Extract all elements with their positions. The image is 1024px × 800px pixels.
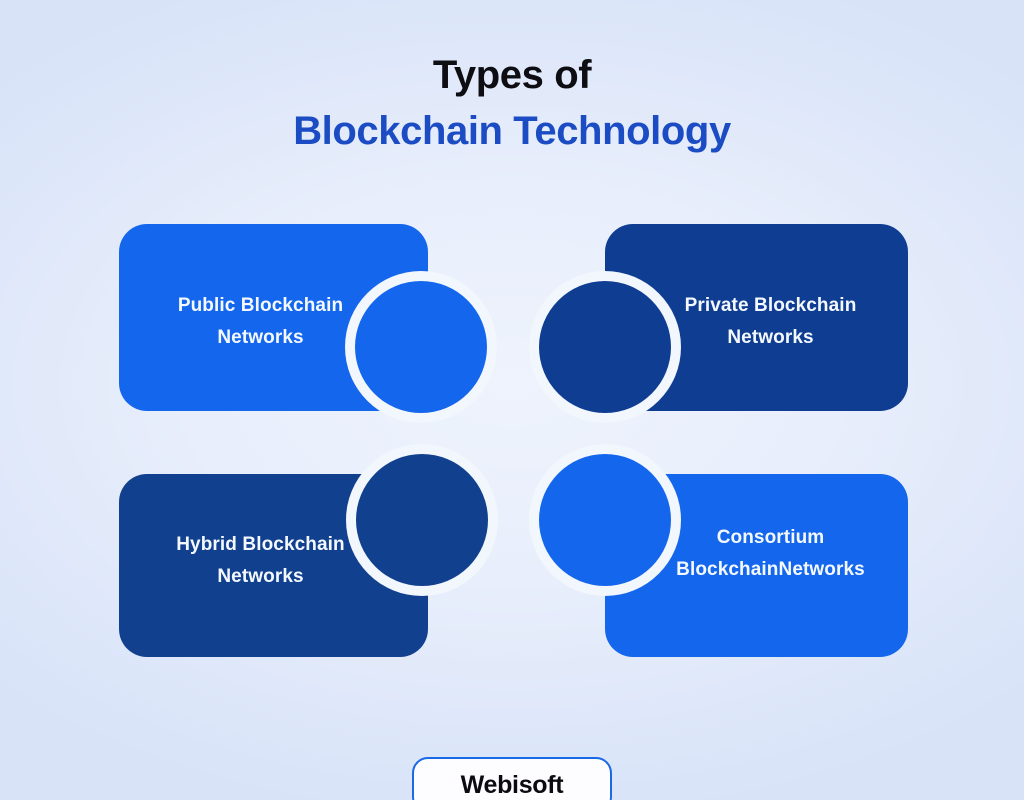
circle-accent-private (539, 281, 671, 413)
page-title: Types of Blockchain Technology (0, 52, 1024, 156)
card-hybrid-label-line2: Networks (217, 565, 304, 587)
card-consortium-label-line2: BlockchainNetworks (676, 558, 865, 580)
card-private-label: Private Blockchain Networks (605, 290, 908, 354)
webisoft-logo-text: Webisoft (460, 770, 564, 799)
card-hybrid-label-line1: Hybrid Blockchain (176, 534, 345, 555)
circle-accent-consortium (539, 454, 671, 586)
webisoft-logo-badge[interactable]: Webisoft (412, 757, 612, 800)
title-line-secondary: Blockchain Technology (293, 109, 731, 154)
card-consortium-label-line1: Consortium (716, 527, 825, 548)
circle-accent-public (355, 281, 487, 413)
card-private-label-line1: Private Blockchain (684, 295, 857, 316)
title-line-primary: Types of (432, 53, 592, 97)
card-hybrid-label: Hybrid Blockchain Networks (119, 529, 428, 593)
card-consortium-label: Consortium BlockchainNetworks (605, 522, 908, 586)
card-public-label: Public Blockchain Networks (119, 290, 428, 354)
card-public-label-line2: Networks (217, 326, 304, 348)
card-public-label-line1: Public Blockchain (177, 295, 344, 316)
circle-accent-hybrid (356, 454, 488, 586)
card-private-label-line2: Networks (727, 326, 814, 348)
